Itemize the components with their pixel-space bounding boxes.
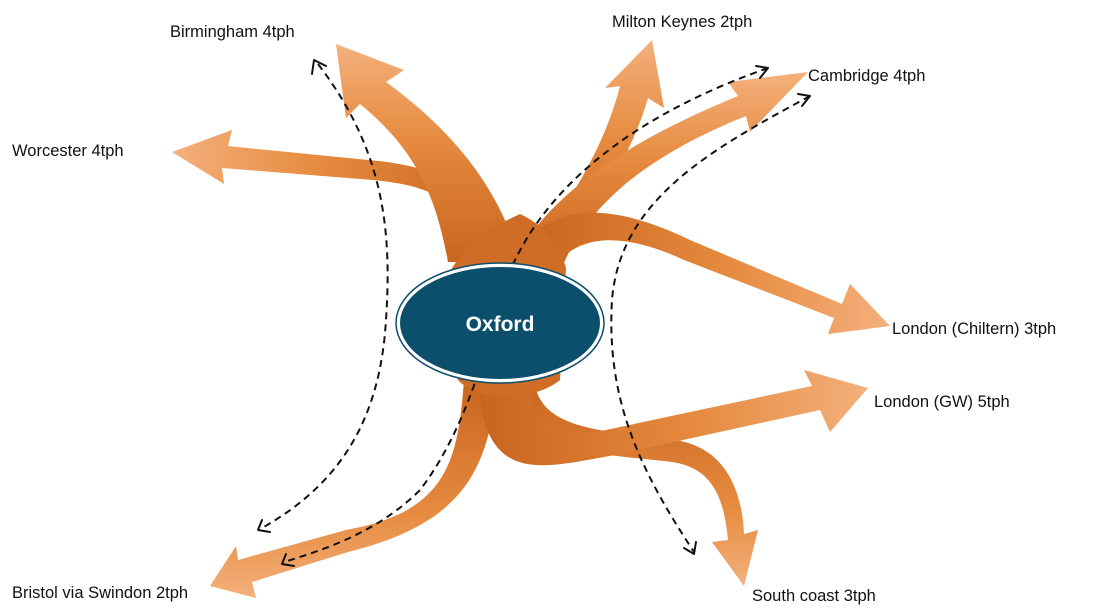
dashed-route-cambridge-bristol	[283, 67, 769, 563]
label-worcester: Worcester 4tph	[12, 142, 124, 160]
label-cambridge: Cambridge 4tph	[808, 67, 925, 85]
hub-label-oxford: Oxford	[466, 313, 535, 336]
arrowhead-bristol-upper	[257, 519, 271, 533]
dashed-route-cambridge-south-coast	[610, 95, 811, 553]
dashed-route-birmingham-bristol	[261, 63, 389, 529]
destination-labels: Birmingham 4tph Milton Keynes 2tph Cambr…	[12, 13, 1056, 605]
flow-arrow-birmingham	[336, 44, 520, 262]
arrowhead-bristol-lower	[281, 553, 295, 567]
label-london-gw: London (GW) 5tph	[874, 393, 1010, 411]
label-bristol: Bristol via Swindon 2tph	[12, 584, 188, 602]
flow-arrow-london-chiltern	[528, 212, 890, 334]
label-milton-keynes: Milton Keynes 2tph	[612, 13, 752, 31]
flow-arrow-worcester	[172, 130, 506, 262]
flow-arrow-london-gw	[478, 370, 868, 466]
arrowhead-birmingham	[311, 59, 327, 75]
arrowhead-south-coast	[683, 541, 697, 555]
arrowhead-cambridge-lower	[797, 93, 811, 107]
label-south-coast: South coast 3tph	[752, 587, 876, 605]
flow-arrow-bristol	[210, 380, 498, 598]
label-london-chiltern: London (Chiltern) 3tph	[892, 320, 1056, 338]
arrowhead-cambridge-upper	[755, 65, 769, 79]
flow-arrow-south-coast	[496, 380, 758, 586]
label-birmingham: Birmingham 4tph	[170, 23, 295, 41]
oxford-hub: Oxford	[395, 262, 605, 384]
through-route-arrows	[257, 59, 811, 567]
hub-ellipse	[396, 263, 604, 383]
hub-outline	[395, 262, 605, 384]
